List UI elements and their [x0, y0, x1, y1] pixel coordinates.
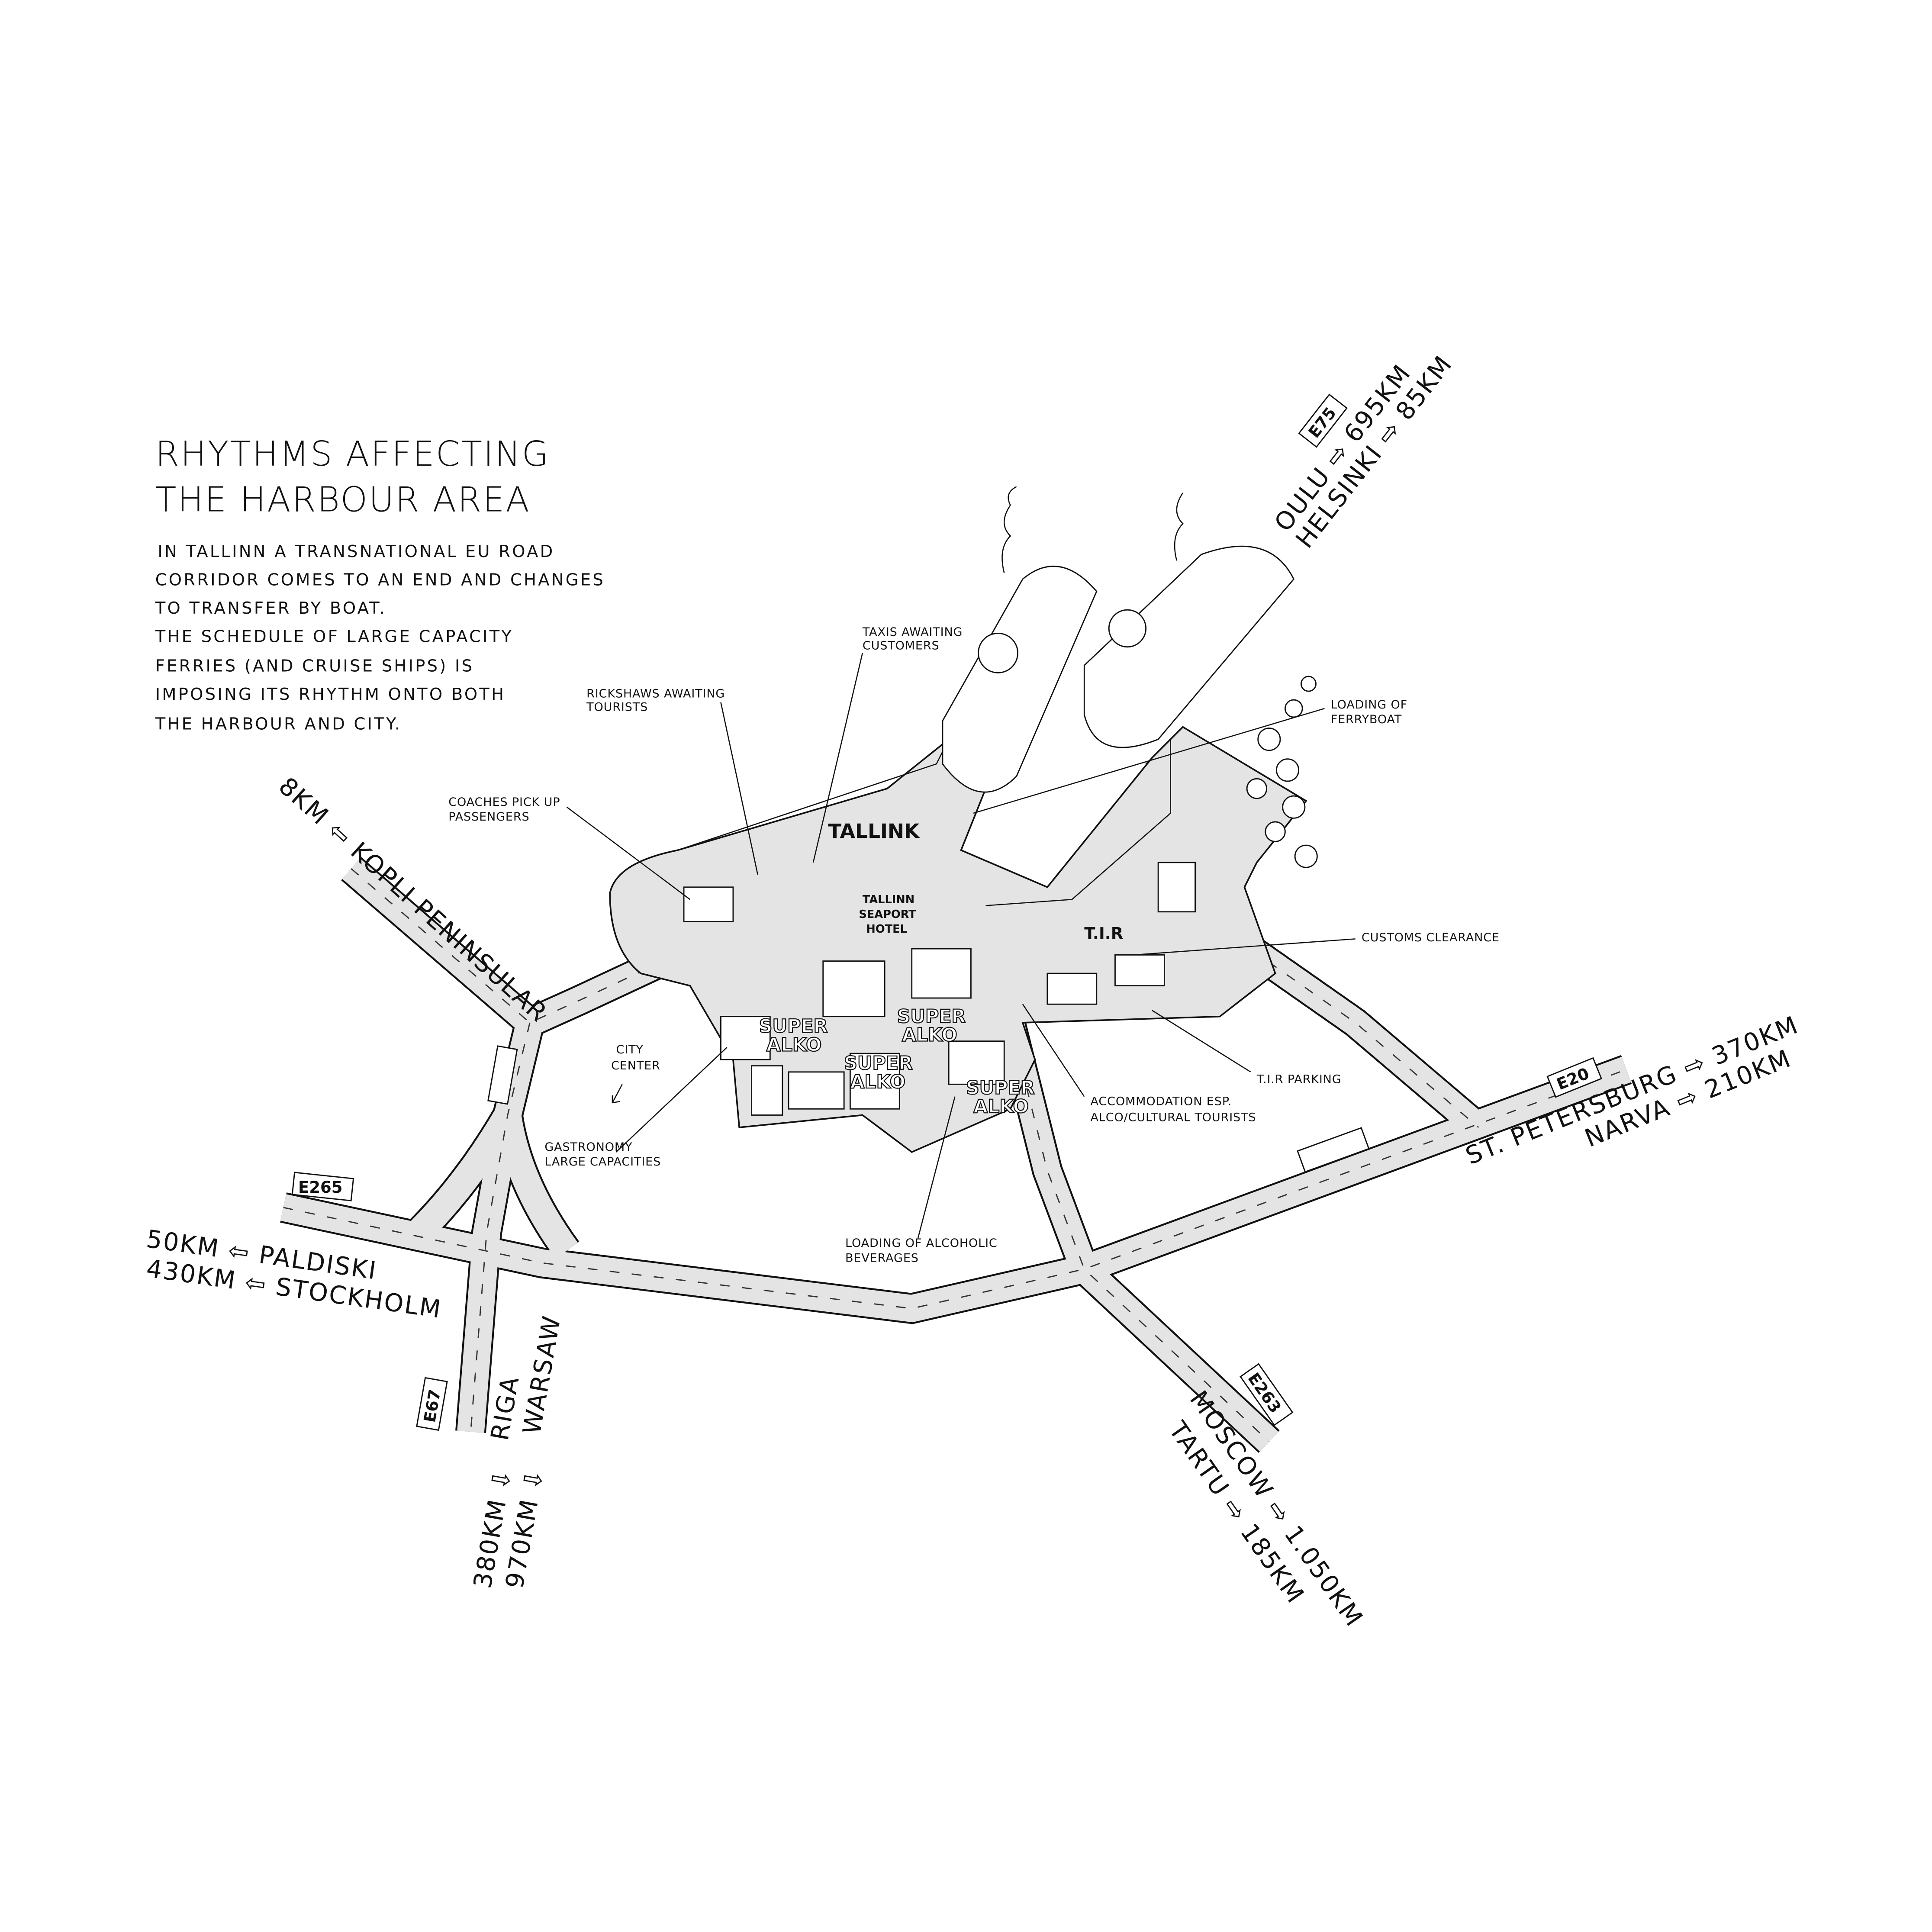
svg-text:T.I.R PARKING: T.I.R PARKING: [1256, 1072, 1342, 1086]
svg-text:RICKSHAWS AWAITING: RICKSHAWS AWAITING: [586, 687, 725, 700]
dest-e20: E20 ST. PETERSBURG ⇨ 370KM NARVA ⇨ 210KM: [1462, 1011, 1803, 1171]
svg-text:ACCOMMODATION ESP.: ACCOMMODATION ESP.: [1091, 1095, 1232, 1108]
page-title-line2: THE HARBOUR AREA: [155, 479, 531, 519]
svg-text:ALKO: ALKO: [973, 1096, 1029, 1117]
svg-text:TALLINN: TALLINN: [863, 893, 914, 906]
svg-text:RIGA: RIGA: [486, 1373, 525, 1443]
harbour-area: [609, 676, 1318, 1153]
annotation-taxis: TAXIS AWAITING CUSTOMERS: [812, 625, 963, 863]
svg-text:CENTER: CENTER: [611, 1059, 660, 1072]
dest-e75: E75 OULU ⇨ 695KM HELSINKI ⇨ 85KM: [1269, 350, 1458, 554]
svg-text:ALKO: ALKO: [766, 1034, 822, 1056]
svg-text:SUPER: SUPER: [897, 1006, 966, 1027]
svg-text:SUPER: SUPER: [844, 1053, 913, 1074]
annotation-alcohol-loading: LOADING OF ALCOHOLIC BEVERAGES: [845, 1096, 998, 1265]
svg-text:WARSAW: WARSAW: [518, 1313, 567, 1436]
hotel-sign: TALLINN SEAPORT HOTEL: [859, 893, 916, 936]
title-block: RHYTHMS AFFECTING THE HARBOUR AREA IN TA…: [155, 434, 605, 734]
description-line: FERRIES (AND CRUISE SHIPS) IS: [155, 657, 474, 676]
page-title: RHYTHMS AFFECTING: [155, 434, 550, 474]
svg-text:SUPER: SUPER: [966, 1077, 1035, 1099]
description-line: THE HARBOUR AND CITY.: [155, 714, 402, 734]
annotation-tir-parking: T.I.R PARKING: [1152, 1010, 1342, 1086]
tallink-sign: TALLINK: [828, 820, 920, 843]
tir-sign: T.I.R: [1084, 924, 1123, 943]
city-buildings: [683, 862, 1196, 1116]
svg-text:ALKO: ALKO: [902, 1024, 957, 1046]
description-line: IN TALLINN A TRANSNATIONAL EU ROAD: [158, 542, 554, 561]
svg-text:ALCO/CULTURAL TOURISTS: ALCO/CULTURAL TOURISTS: [1091, 1111, 1256, 1124]
svg-text:SEAPORT: SEAPORT: [859, 908, 916, 921]
svg-text:ALKO: ALKO: [850, 1071, 905, 1093]
svg-text:FERRYBOAT: FERRYBOAT: [1331, 713, 1402, 726]
svg-text:CITY: CITY: [616, 1043, 643, 1056]
bus-icon: [487, 1045, 518, 1105]
description-line: IMPOSING ITS RHYTHM ONTO BOTH: [155, 685, 506, 704]
svg-text:LOADING OF: LOADING OF: [1331, 698, 1407, 712]
svg-text:LOADING OF ALCOHOLIC: LOADING OF ALCOHOLIC: [845, 1236, 998, 1250]
svg-text:GASTRONOMY: GASTRONOMY: [544, 1140, 632, 1154]
dest-e265: E265 50KM ⇦ PALDISKI 430KM ⇦ STOCKHOLM: [145, 1172, 444, 1324]
road-network: [280, 857, 1632, 1453]
svg-text:ST. PETERSBURG ⇨ 370KM: ST. PETERSBURG ⇨ 370KM: [1462, 1011, 1803, 1171]
description-line: CORRIDOR COMES TO AN END AND CHANGES: [155, 570, 605, 589]
annotation-accommodation: ACCOMMODATION ESP. ALCO/CULTURAL TOURIST…: [1022, 1004, 1256, 1124]
annotation-rickshaws: RICKSHAWS AWAITING TOURISTS: [586, 687, 759, 875]
svg-text:CUSTOMS CLEARANCE: CUSTOMS CLEARANCE: [1362, 931, 1500, 944]
annotation-coaches: COACHES PICK UP PASSENGERS: [448, 795, 691, 900]
svg-text:LARGE CAPACITIES: LARGE CAPACITIES: [544, 1155, 661, 1169]
annotation-city-center: CITY CENTER: [611, 1043, 660, 1104]
svg-text:SUPER: SUPER: [759, 1016, 828, 1037]
svg-text:PASSENGERS: PASSENGERS: [448, 810, 529, 824]
svg-text:TAXIS AWAITING: TAXIS AWAITING: [862, 625, 963, 639]
truck-icon: [1297, 1127, 1370, 1173]
svg-text:BEVERAGES: BEVERAGES: [845, 1251, 919, 1265]
annotation-ferry-loading: LOADING OF FERRYBOAT: [973, 698, 1407, 814]
annotation-gastronomy: GASTRONOMY LARGE CAPACITIES: [544, 1046, 728, 1169]
svg-text:CUSTOMERS: CUSTOMERS: [863, 639, 940, 652]
description-line: THE SCHEDULE OF LARGE CAPACITY: [155, 627, 514, 646]
svg-text:TOURISTS: TOURISTS: [586, 701, 648, 714]
dest-e263: E263 MOSCOW ⇨ 1.050KM TARTU ⇨ 185KM: [1163, 1363, 1369, 1633]
svg-text:E265: E265: [298, 1178, 343, 1197]
description-line: TO TRANSFER BY BOAT.: [155, 599, 386, 618]
cruise-ship-right: [1083, 493, 1294, 748]
svg-text:COACHES PICK UP: COACHES PICK UP: [448, 795, 560, 809]
breakwater-rocks: [1246, 676, 1318, 868]
svg-text:HOTEL: HOTEL: [866, 923, 907, 936]
annotation-customs: CUSTOMS CLEARANCE: [1133, 931, 1500, 956]
ferry-ship-left: [942, 486, 1098, 793]
svg-text:HELSINKI ⇨ 85KM: HELSINKI ⇨ 85KM: [1290, 350, 1458, 554]
